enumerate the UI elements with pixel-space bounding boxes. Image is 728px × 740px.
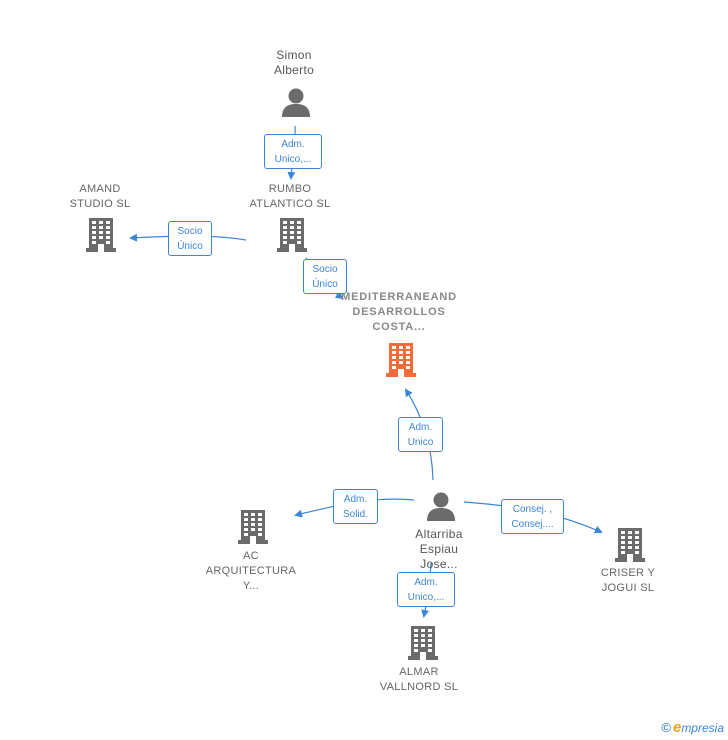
edge-label-simon-rumbo[interactable]: Adm. Unico,...	[264, 134, 322, 169]
edge-label-alt-medit[interactable]: Adm. Unico	[398, 417, 443, 452]
empresia-logo[interactable]: ©empresia	[661, 719, 724, 736]
edge-label-alt-almar[interactable]: Adm. Unico,...	[397, 572, 455, 607]
building-icon[interactable]	[277, 218, 307, 252]
node-ac-label[interactable]: AC ARQUITECTURA Y...	[205, 550, 297, 592]
building-icon[interactable]	[86, 218, 116, 252]
building-icon-main[interactable]	[386, 343, 416, 377]
node-mediterraneand-label[interactable]: MEDITERRANEAND DESARROLLOS COSTA...	[341, 291, 457, 333]
person-icon[interactable]	[282, 88, 310, 118]
edge-label-rumbo-medit[interactable]: Socio Único	[303, 259, 347, 294]
node-rumbo-label[interactable]: RUMBO ATLANTICO SL	[249, 183, 331, 210]
node-amand-label[interactable]: AMAND STUDIO SL	[69, 183, 131, 210]
logo-e: e	[672, 719, 682, 736]
node-criser-label[interactable]: CRISER Y JOGUI SL	[600, 567, 656, 594]
node-simon-label[interactable]: Simon Alberto	[273, 48, 315, 77]
edge-label-alt-ac[interactable]: Adm. Solid.	[333, 489, 378, 524]
logo-brand: mpresia	[681, 721, 724, 735]
edge-label-alt-criser[interactable]: Consej. , Consej....	[501, 499, 564, 534]
building-icon[interactable]	[615, 528, 645, 562]
person-icon[interactable]	[427, 492, 455, 522]
edge-label-rumbo-amand[interactable]: Socio Único	[168, 221, 212, 256]
node-altarriba-label[interactable]: Altarriba Espiau Jose...	[415, 527, 463, 571]
building-icon[interactable]	[408, 626, 438, 660]
building-icon[interactable]	[238, 510, 268, 544]
node-almar-label[interactable]: ALMAR VALLNORD SL	[379, 666, 459, 693]
copyright-icon: ©	[661, 720, 671, 735]
